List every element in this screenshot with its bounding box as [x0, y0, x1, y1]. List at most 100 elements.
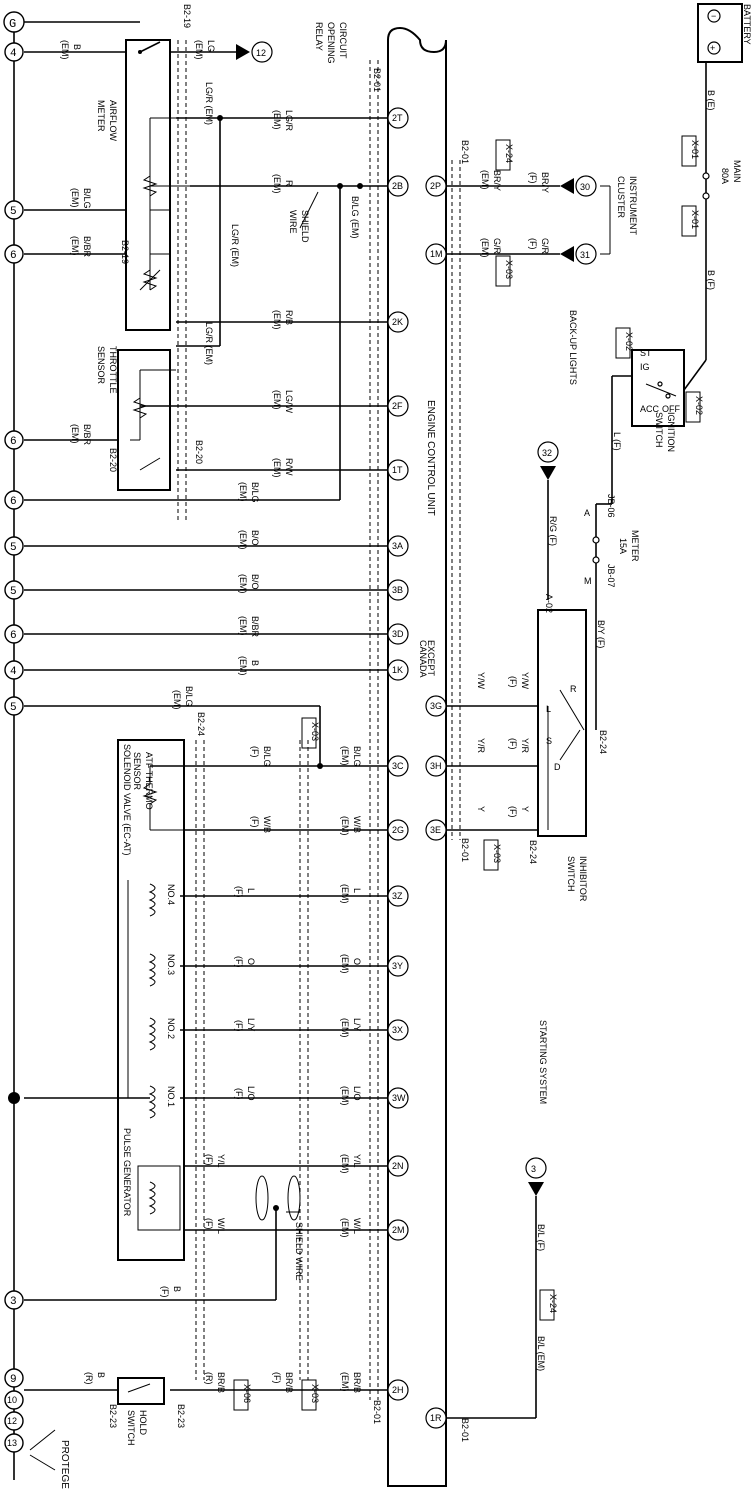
svg-text:SHIELD: SHIELD — [300, 210, 310, 243]
svg-text:WIRE: WIRE — [288, 210, 298, 234]
svg-text:B/LG: B/LG — [250, 482, 260, 503]
svg-text:2T: 2T — [392, 113, 403, 123]
svg-text:(EM): (EM) — [70, 236, 80, 256]
svg-text:(F): (F) — [508, 676, 518, 688]
ground-10: 10 — [4, 1390, 24, 1410]
svg-text:(EM): (EM) — [480, 170, 490, 190]
pin-2P: 2P — [425, 175, 447, 197]
svg-text:IGNITION: IGNITION — [666, 412, 676, 452]
pin-2F: 2F — [387, 395, 409, 417]
shield-wire-bottom: B (F) SHIELD WIRE — [24, 1175, 304, 1301]
svg-text:(EM): (EM) — [340, 1372, 350, 1392]
svg-text:5: 5 — [10, 702, 17, 714]
svg-text:(F): (F) — [160, 1286, 170, 1298]
pin-3H: 3H — [425, 755, 447, 777]
svg-text:B (E): B (E) — [706, 90, 716, 111]
svg-text:(EM): (EM) — [340, 1218, 350, 1238]
protege-label: PROTEGE — [29, 1429, 70, 1489]
svg-text:G/R: G/R — [540, 238, 550, 255]
svg-text:(EM): (EM) — [70, 188, 80, 208]
svg-text:B/O: B/O — [250, 530, 260, 546]
svg-text:X-03: X-03 — [310, 722, 320, 741]
svg-text:B2-01: B2-01 — [460, 140, 470, 164]
svg-text:3: 3 — [10, 1296, 17, 1308]
svg-text:3X: 3X — [392, 1025, 403, 1035]
pin-3B: 3B — [387, 579, 409, 601]
svg-text:L/Y: L/Y — [352, 1018, 362, 1032]
svg-text:AIRFLOW: AIRFLOW — [108, 100, 118, 142]
svg-text:6: 6 — [10, 436, 17, 448]
pin-2M: 2M — [387, 1219, 409, 1241]
pin-2B: 2B — [387, 175, 409, 197]
svg-text:X-03: X-03 — [504, 260, 514, 279]
pin-3W: 3W — [387, 1087, 409, 1109]
back-up-lights: 32 R/G (F) A-02 — [537, 441, 559, 613]
svg-text:Y/L: Y/L — [216, 1154, 226, 1168]
svg-text:B/LG: B/LG — [262, 746, 272, 767]
svg-text:METER: METER — [630, 530, 640, 562]
svg-text:B2-01: B2-01 — [372, 68, 382, 92]
svg-text:W/L: W/L — [352, 1218, 362, 1234]
svg-text:3A: 3A — [392, 541, 403, 551]
svg-text:BATTERY: BATTERY — [742, 4, 752, 45]
svg-text:1T: 1T — [392, 465, 403, 475]
svg-text:3C: 3C — [392, 761, 404, 771]
svg-text:Y/L: Y/L — [352, 1154, 362, 1168]
svg-text:ACC: ACC — [640, 404, 660, 414]
ground-6a: 6 — [4, 244, 24, 264]
pin-3C: 3C — [387, 755, 409, 777]
pin-1R: 1R — [425, 1407, 447, 1429]
svg-text:B: B — [172, 1286, 182, 1292]
svg-text:B/LG: B/LG — [82, 188, 92, 209]
svg-text:B: B — [72, 44, 82, 50]
battery: − + BATTERY B (E) B (F) — [697, 3, 752, 360]
svg-text:THROTTLE: THROTTLE — [108, 346, 118, 394]
svg-text:4: 4 — [10, 666, 17, 678]
ground-12: 12 — [4, 1411, 24, 1431]
svg-text:(F): (F) — [528, 172, 538, 184]
svg-text:O: O — [352, 958, 362, 965]
svg-text:2G: 2G — [392, 825, 404, 835]
svg-text:(EM): (EM) — [238, 616, 248, 636]
svg-text:3D: 3D — [392, 629, 404, 639]
svg-text:B2-01: B2-01 — [460, 838, 470, 862]
svg-text:X-06: X-06 — [242, 1384, 252, 1403]
svg-text:(EM): (EM) — [340, 1154, 350, 1174]
svg-text:B (F): B (F) — [706, 270, 716, 290]
svg-text:L (F): L (F) — [612, 432, 622, 451]
svg-text:12: 12 — [7, 1416, 17, 1426]
airflow-meter: B (EM) LG (EM) 12 CIRCUIT OPENING RELAY … — [24, 4, 348, 365]
svg-text:2F: 2F — [392, 401, 403, 411]
svg-text:JB-06: JB-06 — [606, 494, 616, 518]
x06-connector: X-06 — [233, 1379, 252, 1411]
svg-text:R/G (F): R/G (F) — [548, 516, 558, 546]
svg-text:4: 4 — [10, 48, 17, 60]
svg-text:Y/R: Y/R — [520, 738, 530, 754]
svg-text:+: + — [710, 43, 715, 53]
svg-text:OFF: OFF — [662, 404, 680, 414]
svg-text:ENGINE CONTROL UNIT: ENGINE CONTROL UNIT — [425, 400, 436, 516]
svg-text:SHIELD WIRE: SHIELD WIRE — [294, 1222, 304, 1281]
svg-text:3Z: 3Z — [392, 891, 403, 901]
svg-text:X-24: X-24 — [504, 144, 514, 163]
svg-text:R/B: R/B — [284, 310, 294, 325]
svg-text:Y/W: Y/W — [476, 672, 486, 690]
svg-text:(EM): (EM) — [238, 530, 248, 550]
svg-text:32: 32 — [542, 448, 552, 458]
svg-text:30: 30 — [580, 182, 590, 192]
svg-text:NO.1: NO.1 — [166, 1086, 176, 1107]
pin-3X: 3X — [387, 1019, 409, 1041]
svg-text:B/LG: B/LG — [184, 686, 194, 707]
svg-text:LG/R (EM): LG/R (EM) — [230, 224, 240, 267]
ground-13: 13 — [4, 1433, 24, 1453]
svg-text:B2-20: B2-20 — [108, 448, 118, 472]
svg-text:X-24: X-24 — [548, 1294, 558, 1313]
solenoid-valve: SOLENOID VALVE (EC-AT) ATF THERMO SENSOR… — [24, 739, 320, 1261]
svg-text:BR/Y: BR/Y — [540, 172, 550, 193]
svg-text:L: L — [546, 704, 551, 714]
svg-text:D: D — [554, 762, 561, 772]
svg-text:(EM): (EM) — [60, 40, 70, 60]
svg-text:6: 6 — [10, 250, 17, 262]
svg-text:METER: METER — [96, 100, 106, 132]
svg-text:3W: 3W — [392, 1093, 406, 1103]
